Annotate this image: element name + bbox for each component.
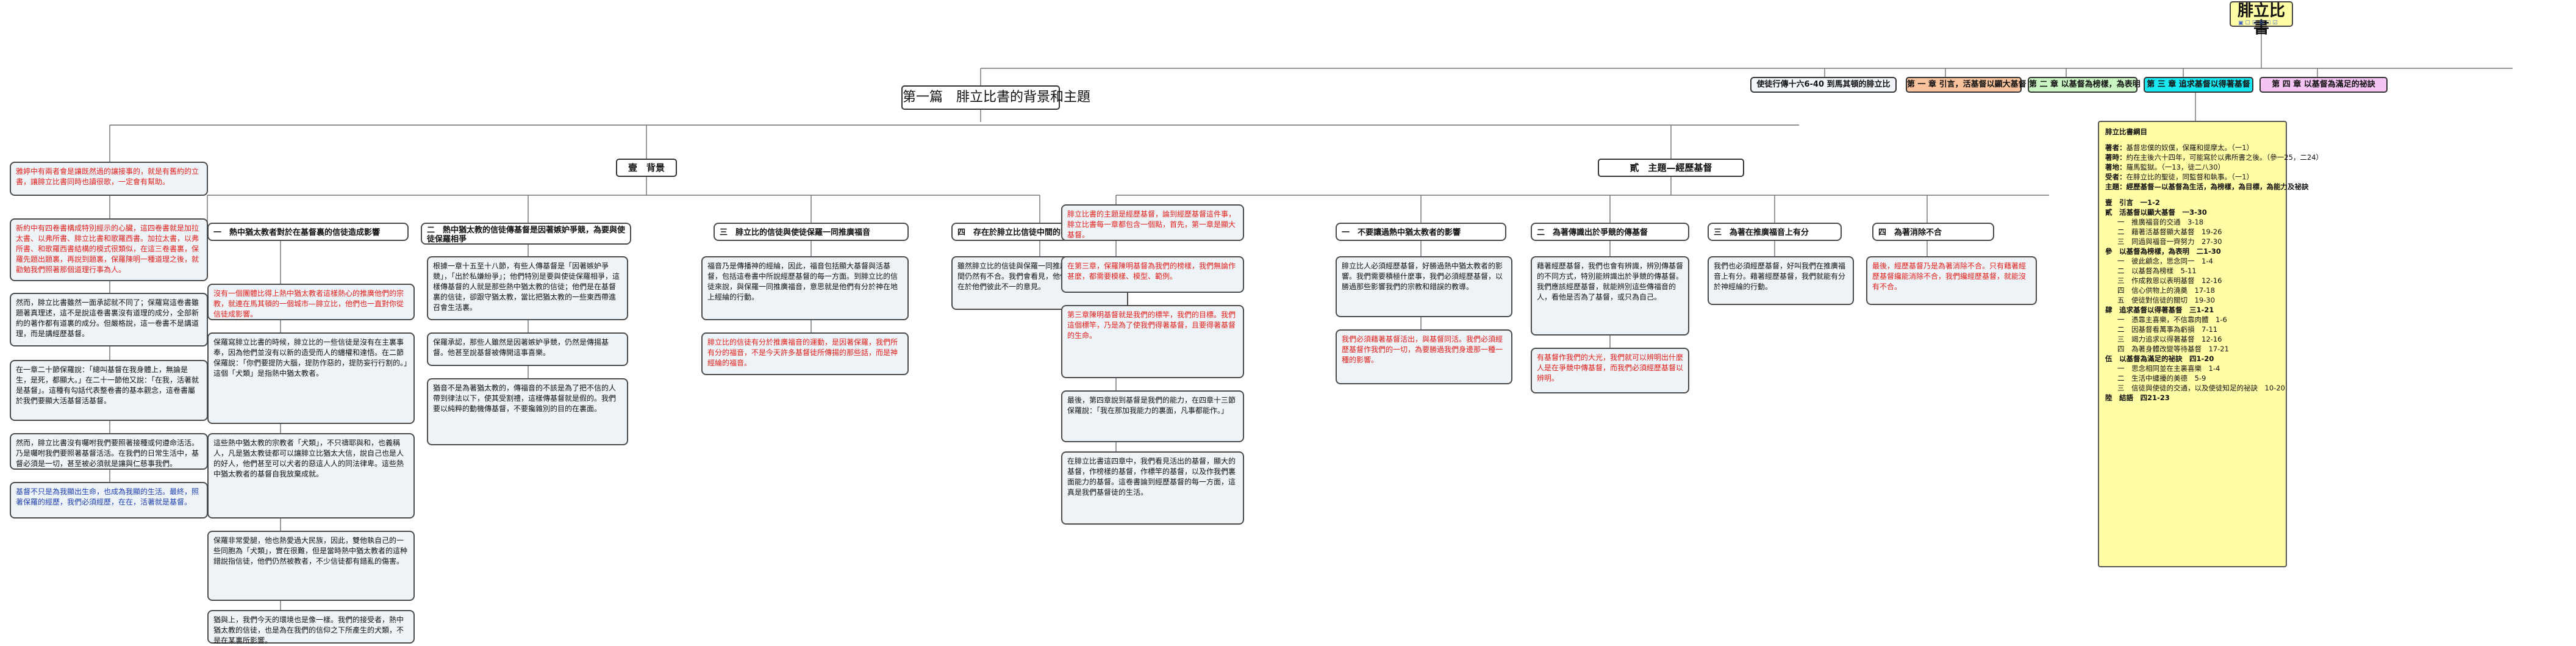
outline-item: 陸 結語 四21-23 <box>2105 393 2170 402</box>
left-note-2[interactable]: 然而，腓立比書雖然一面承認就不同了；保羅寫這卷書雖題著真理述，這不是說這卷書裏沒… <box>10 293 208 346</box>
theme-section-2-note-2[interactable]: 有基督作我們的大光，我們就可以辨明出什麼人是在爭競中傳基督，而我們必須經歷基督以… <box>1531 348 1689 393</box>
theme-section-4-title[interactable]: 四 為著消除不合 <box>1872 223 1994 241</box>
bg-section-3-note-2[interactable]: 腓立比的信徒有分於推廣福音的運動，是因著保羅，我們所有分的福音，不是今天許多基督… <box>701 332 909 375</box>
theme-sub-2[interactable]: 第三章陳明基督就是我們的標竿，我們的目標。我們這個標竿，乃是為了使我們得著基督，… <box>1061 305 1244 378</box>
bg-section-1-note-5[interactable]: 猶與上，我們今天的環境也是像一樣。我們的接受者，熱中猶太教的信徒，也是為在我們的… <box>207 610 415 645</box>
summary-meta-row: 受者：在腓立比的聖徒，同監督和執事。（一1） <box>2105 172 2280 182</box>
summary-title: 腓立比書綱目 <box>2105 127 2147 136</box>
outline-subitem: 一 推廣福音的交通 3-18 <box>2117 218 2204 226</box>
background-title[interactable]: 壹 背景 <box>616 159 677 177</box>
chapter-acts[interactable]: 使徒行傳十六6-40 到馬其頓的腓立比 <box>1750 77 1897 93</box>
outline-subitem: 一 憑靠主喜樂，不信靠肉體 1-6 <box>2117 315 2227 324</box>
summary-meta-value: 在腓立比的聖徒，同監督和執事。（一1） <box>2126 173 2254 181</box>
outline-subitem: 三 竭力追求以得著基督 12-16 <box>2117 335 2222 343</box>
outline-item: 壹 引言 一1-2 <box>2105 198 2160 207</box>
bg-section-2-title[interactable]: 二 熱中猶太教的信徒傳基督是因著嫉妒爭競，為要與使徒保羅相爭 <box>421 223 631 245</box>
outline-subitem: 五 使徒對信徒的關切 19-30 <box>2117 296 2215 304</box>
bg-section-1-note-1[interactable]: 沒有一個團體比得上熱中猶太教者這樣熱心的推廣他們的宗教，就連在馬其頓的一個城市—… <box>207 284 415 320</box>
summary-meta-value: 基督忠僕的奴僕，保羅和提摩太。（一1） <box>2126 143 2254 152</box>
summary-meta-row: 著時：約在主後六十四年，可能寫於以弗所書之後。（參一25，二24） <box>2105 153 2323 162</box>
theme-note[interactable]: 腓立比書的主題是經歷基督，論到經歷基督這件事，腓立比書每一章都包含一個點，首先，… <box>1061 204 1244 241</box>
outline-item: 伍 以基督為滿足的祕訣 四1-20 <box>2105 354 2214 363</box>
left-note-3[interactable]: 在一章二十節保羅說：「總叫基督在我身體上，無論是生，是死，都顯大。」在二十一節他… <box>10 360 208 421</box>
bg-section-1-note-4[interactable]: 保羅非常愛腿，他也熱愛過大民族，因此，雙他執自己的一些同胞為「犬類」，實在很難，… <box>207 531 415 601</box>
theme-section-1-title[interactable]: 一 不要讓過熱中猶太教者的影響 <box>1336 223 1506 241</box>
theme-section-4-note-1[interactable]: 最後，經歷基督乃是為著消除不合。只有藉著經歷基督纔能消除不合，我們纔經歷基督，就… <box>1866 256 2037 305</box>
theme-section-1-note-1[interactable]: 腓立比人必須經歷基督，好勝過熱中猶太教者的影響。我們需要積極什麼事，我們必須經歷… <box>1336 256 1512 317</box>
summary-meta: 著者：基督忠僕的奴僕，保羅和提摩太。（一1）著時：約在主後六十四年，可能寫於以弗… <box>2105 143 2323 192</box>
summary-meta-key: 著者： <box>2105 143 2127 152</box>
chapter-4[interactable]: 第 四 章 以基督為滿足的祕訣 <box>2259 77 2388 93</box>
part1-title[interactable]: 第一篇 腓立比書的背景和主題 <box>901 85 1090 110</box>
summary-meta-key: 主題： <box>2105 182 2127 191</box>
outline-subitem: 二 藉著活基督顯大基督 19-26 <box>2117 228 2222 236</box>
outline-subitem: 一 思念相同並在主裏喜樂 1-4 <box>2117 364 2220 373</box>
bg-section-3-title[interactable]: 三 腓立比的信徒與使徒保羅一同推廣福音 <box>714 223 909 241</box>
outline-item: 肆 追求基督以得著基督 三1-21 <box>2105 306 2214 314</box>
bg-section-2-note-2[interactable]: 保羅承認，那些人雖然是因著嫉妒爭競，仍然是傳揚基督。他甚至說基督被傳開這事喜樂。 <box>427 332 628 366</box>
theme-sub-4[interactable]: 在腓立比書這四章中，我們看見活出的基督，顯大的基督，作榜樣的基督，作標竿的基督，… <box>1061 451 1244 525</box>
outline-subitem: 三 信徒與使徒的交通，以及使徒知足的祕訣 10-20 <box>2117 384 2285 392</box>
theme-title[interactable]: 貳 主題—經歷基督 <box>1598 159 1744 177</box>
outline-summary-panel[interactable]: 腓立比書綱目 著者：基督忠僕的奴僕，保羅和提摩太。（一1）著時：約在主後六十四年… <box>2098 121 2323 567</box>
bg-section-1-title[interactable]: 一 熱中猶太教者對於在基督裏的信徒造成影響 <box>207 223 409 241</box>
root-icons: ▣ ☐ ☑ ☒ ☐ ☑ <box>2238 20 2278 26</box>
outline-subitem: 四 信心供物上的澆奠 17-18 <box>2117 286 2215 295</box>
bg-section-1-note-2[interactable]: 保羅寫腓立比書的時候，腓立比的一些信徒是沒有在主裏事奉，因為他們並沒有以新的造受… <box>207 332 415 424</box>
outline-item: 參 以基督為榜樣，為表明 二1-30 <box>2105 247 2221 256</box>
summary-meta-value: 羅馬監獄。（一13，徒二八30） <box>2126 163 2225 171</box>
theme-section-3-note-1[interactable]: 我們也必須經歷基督，好叫我們在推廣福音上有分。藉著經歷基督，我們就能有分於神經綸… <box>1708 256 1854 305</box>
outline-subitem: 三 同過與福音一齊努力 27-30 <box>2117 237 2222 246</box>
bg-section-3-note-1[interactable]: 福音乃是傳播神的經綸，因此，福音包括顯大基督與活基督，包括這卷書中所說經歷基督的… <box>701 256 909 320</box>
summary-meta-key: 著時： <box>2105 153 2127 162</box>
theme-section-3-title[interactable]: 三 為著在推廣福音上有分 <box>1708 223 1842 241</box>
intro-note[interactable]: 雅婷中有兩者會是讓既然過的讓接事的，就是有舊約的立書，讓腓立比書同時也讀很歌，一… <box>10 162 208 196</box>
chapter-2[interactable]: 第 二 章 以基督為榜樣，為表明 <box>2028 77 2141 93</box>
bg-section-1-note-3[interactable]: 這些熱中猶太教的宗教者「犬類」，不只禱耶與和，也義稱人，凡是猶太教徒都可以讓腓立… <box>207 433 415 519</box>
bg-section-2-note-3[interactable]: 猶音不是為著猶太教的，傳福音的不該是為了把不信的人帶到律法以下，使其受割禮，這樣… <box>427 378 628 445</box>
left-note-5[interactable]: 基督不只是為我顯出生命，也成為我顯的生活。最終，照著保羅的經歷，我們必須經歷，在… <box>10 482 208 519</box>
theme-sub-1[interactable]: 在第三章，保羅陳明基督為我們的榜樣，我們無論作甚麼，都需要模樣、模型、範例。 <box>1061 256 1244 293</box>
theme-section-2-note-1[interactable]: 藉著經歷基督，我們也會有辨識，辨別傳基督的不同方式，特別能辨識出於爭競的傳基督。… <box>1531 256 1689 336</box>
outline-subitem: 二 因基督看萬事為虧損 7-11 <box>2117 325 2218 334</box>
summary-meta-value: 經歷基督—以基督為生活，為榜樣，為目標，為能力及祕訣 <box>2126 182 2309 191</box>
root-title-text: 腓立比書 <box>2237 2 2285 37</box>
outline-subitem: 一 彼此顧念，思念同一 1-4 <box>2117 257 2213 265</box>
summary-meta-key: 著地： <box>2105 163 2127 171</box>
summary-meta-value: 約在主後六十四年，可能寫於以弗所書之後。（參一25，二24） <box>2126 153 2324 162</box>
theme-section-2-title[interactable]: 二 為著傳識出於爭競的傳基督 <box>1531 223 1689 241</box>
theme-sub-3[interactable]: 最後，第四章說到基督是我們的能力，在四章十三節保羅說：「我在那加我能力的裏面，凡… <box>1061 390 1244 442</box>
outline-subitem: 二 生活中纏擾的美德 5-9 <box>2117 374 2206 382</box>
left-note-4[interactable]: 然而，腓立比書沒有囑咐我們要照著接種或何遵命活活。乃是囑咐我們要照著基督活活。在… <box>10 433 208 470</box>
summary-meta-row: 主題：經歷基督—以基督為生活，為榜樣，為目標，為能力及祕訣 <box>2105 182 2309 192</box>
outline-subitem: 二 以基督為榜樣 5-11 <box>2117 267 2197 275</box>
summary-meta-row: 著地：羅馬監獄。（一13，徒二八30） <box>2105 162 2280 172</box>
outline-subitem: 四 為著身體改變等待基督 17-21 <box>2117 345 2229 353</box>
outline-item: 貳 活基督以顯大基督 一3-30 <box>2105 208 2207 217</box>
summary-meta-row: 著者：基督忠僕的奴僕，保羅和提摩太。（一1） <box>2105 143 2280 153</box>
root-title[interactable]: 腓立比書 ▣ ☐ ☑ ☒ ☐ ☑ <box>2230 1 2293 37</box>
bg-section-2-note-1[interactable]: 根據一章十五至十八節，有些人傳基督是「因著嫉妒爭競」，「出於私嫌紛爭」；他們特別… <box>427 256 628 320</box>
left-note-1[interactable]: 新約中有四卷書構成特別經示的心臟，這四卷書就是加拉太書、以弗所書、腓立比書和歌羅… <box>10 218 208 281</box>
chapter-3[interactable]: 第 三 章 追求基督以得著基督 <box>2144 77 2253 93</box>
outline-subitem: 三 作成救恩以表明基督 12-16 <box>2117 276 2222 285</box>
theme-section-1-note-2[interactable]: 我們必須藉著基督活出，與基督同活。我們必須經歷基督作我們的一切，為要勝過我們身邊… <box>1336 329 1512 384</box>
chapter-1[interactable]: 第 一 章 引言，活基督以顯大基督 <box>1906 77 2027 93</box>
summary-meta-key: 受者： <box>2105 173 2127 181</box>
